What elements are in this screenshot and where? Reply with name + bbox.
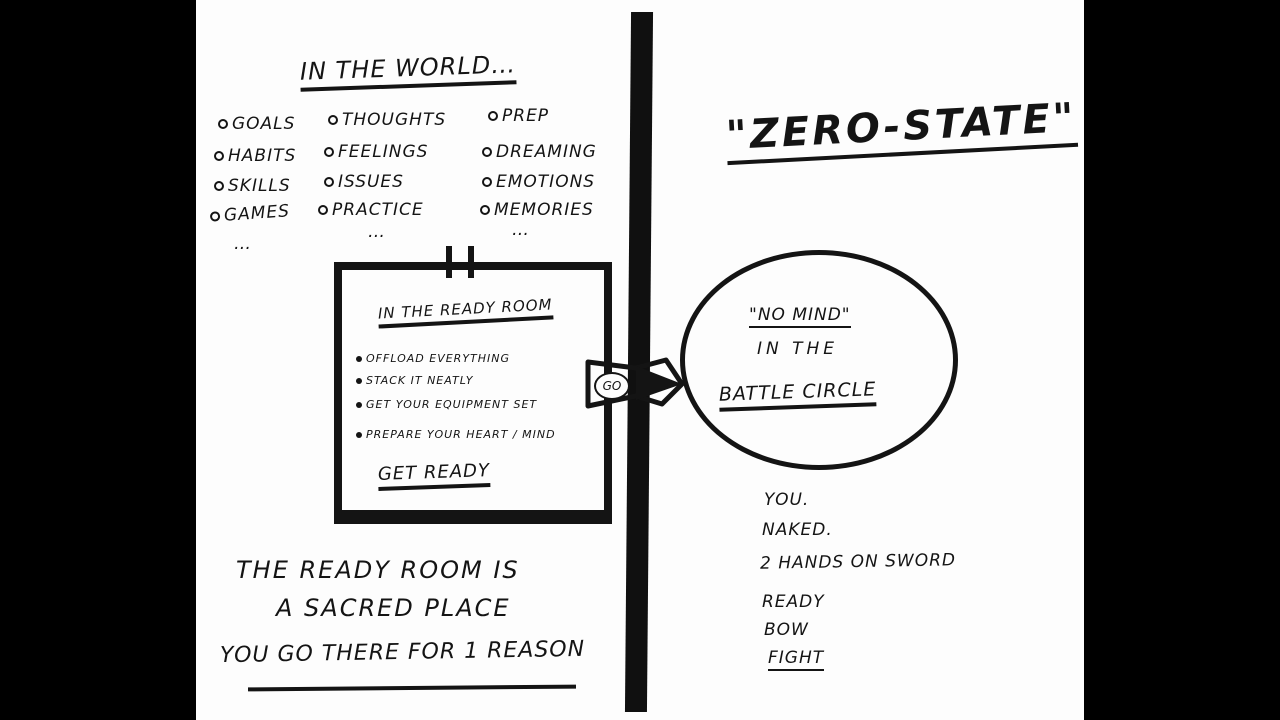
statement-line-1: THE READY ROOM IS xyxy=(236,556,520,584)
world-item: THOUGHTS xyxy=(328,110,446,130)
zero-state-item: NAKED. xyxy=(762,520,833,540)
world-item: … xyxy=(368,222,386,242)
world-item: SKILLS xyxy=(214,176,291,196)
in-the-label: IN THE xyxy=(757,339,839,359)
battle-circle: "NO MIND" IN THE BATTLE CIRCLE xyxy=(680,250,958,470)
world-item: GOALS xyxy=(218,114,295,134)
world-item: … xyxy=(234,234,252,254)
go-badge: GO xyxy=(594,372,630,400)
world-item: DREAMING xyxy=(482,142,597,162)
world-item: FEELINGS xyxy=(324,142,428,162)
world-item: PRACTICE xyxy=(318,200,424,220)
no-mind-label: "NO MIND" xyxy=(749,305,851,328)
whiteboard-sheet: IN THE WORLD… GOALS HABITS SKILLS GAMES … xyxy=(196,0,1084,720)
world-item: … xyxy=(512,220,530,240)
zero-state-item: 2 HANDS ON SWORD xyxy=(759,550,957,574)
battle-circle-label: BATTLE CIRCLE xyxy=(718,378,877,412)
statement-line-2: A SACRED PLACE xyxy=(276,594,511,622)
world-item: MEMORIES xyxy=(480,200,594,220)
world-item: ISSUES xyxy=(324,172,404,192)
world-item: HABITS xyxy=(214,146,296,166)
world-item: PREP xyxy=(488,106,549,126)
ready-room-item: STACK IT NEATLY xyxy=(356,374,474,387)
zero-state-item: READY xyxy=(762,592,825,612)
ready-room-item: OFFLOAD EVERYTHING xyxy=(356,352,510,365)
zero-state-item: BOW xyxy=(764,620,809,640)
go-arrow xyxy=(585,357,685,409)
world-item: EMOTIONS xyxy=(482,172,595,192)
zero-state-item: YOU. xyxy=(764,490,810,510)
ready-room-item: GET YOUR EQUIPMENT SET xyxy=(356,398,537,411)
ready-room-item: PREPARE YOUR HEART / MIND xyxy=(356,428,556,441)
ready-room-box-shadow xyxy=(340,510,610,516)
zero-state-item: FIGHT xyxy=(768,648,825,671)
go-label: GO xyxy=(602,379,622,393)
